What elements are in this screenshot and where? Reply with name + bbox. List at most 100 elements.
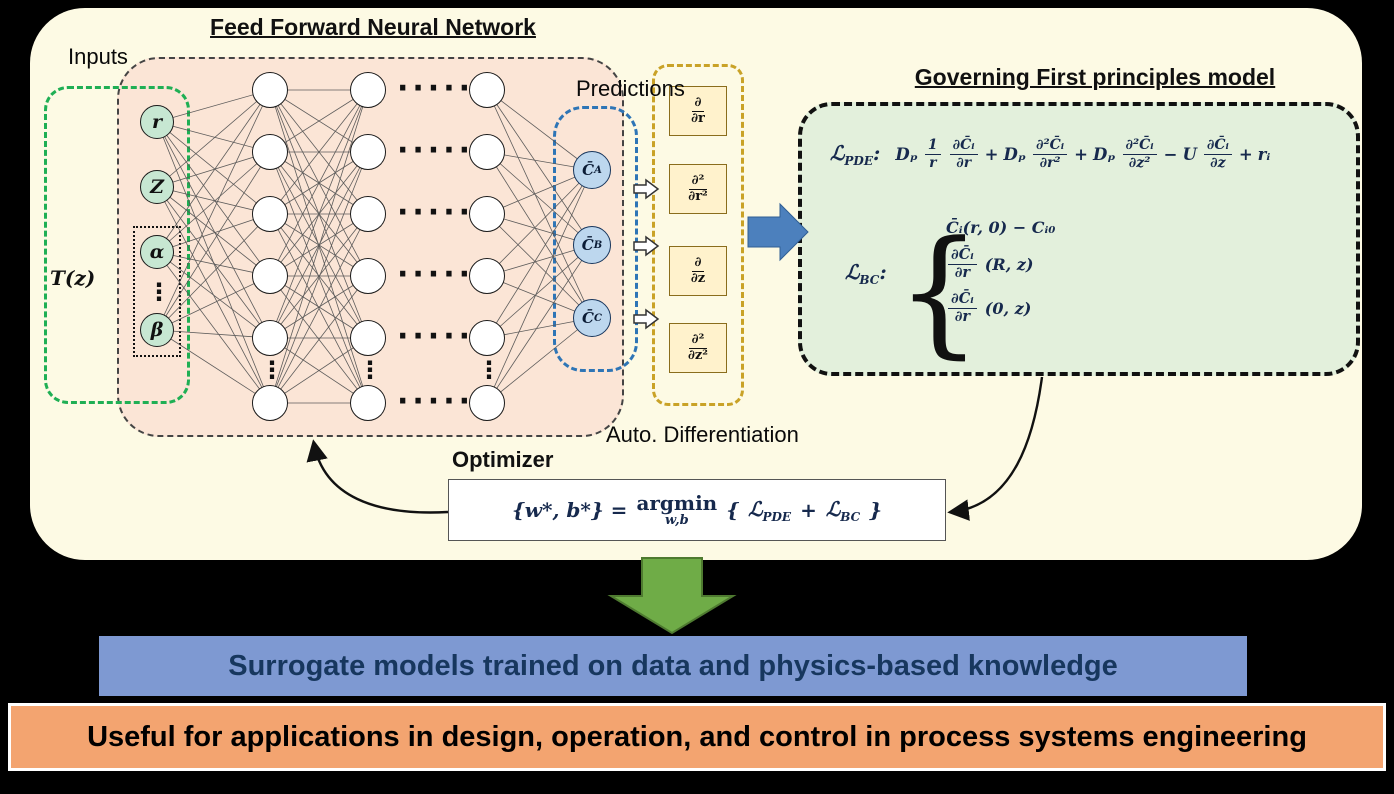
input-node-z: Z (140, 170, 174, 204)
surrogate-banner-text: Surrogate models trained on data and phy… (228, 649, 1118, 682)
optimizer-close-brace: } (869, 498, 883, 522)
surrogate-banner: Surrogate models trained on data and phy… (99, 636, 1247, 696)
hidden-node (350, 385, 386, 421)
horizontal-ellipsis: ····· (397, 195, 474, 230)
pde-term: U (1182, 144, 1197, 164)
bc-loss-label: ℒBC: (845, 260, 887, 287)
output-node-cc-sub: C (593, 312, 602, 324)
input-node-beta: β (140, 313, 174, 347)
argmin-operator: argmin w,b (636, 490, 718, 528)
hidden-node (252, 385, 288, 421)
output-node-cb-sub: B (593, 239, 603, 251)
output-node-cc: C̄C (573, 299, 611, 337)
deriv-den: ∂z (690, 270, 706, 286)
optimizer-plus: + (800, 498, 817, 522)
derivative-box-dz2: ∂²∂z² (669, 323, 727, 373)
hidden-node (469, 72, 505, 108)
horizontal-ellipsis: ····· (397, 71, 474, 106)
horizontal-ellipsis: ····· (397, 384, 474, 419)
derivatives-group-box (652, 64, 744, 406)
optimizer-open-brace: { (726, 498, 740, 522)
deriv-num: ∂ (691, 255, 705, 272)
output-node-cc-label: C̄ (582, 309, 594, 327)
vertical-ellipsis: ⋮ (358, 356, 382, 384)
bc-conditions: C̄ᵢ(r, 0) − Cᵢ₀ ∂C̄ᵢ∂r (R, z) ∂C̄ᵢ∂r (0,… (946, 218, 1055, 326)
governing-model-title: Governing First principles model (914, 64, 1276, 90)
output-node-ca-sub: A (594, 164, 602, 176)
nn-title: Feed Forward Neural Network (210, 14, 536, 40)
pde-fraction: ∂²C̄ᵢ∂r² (1033, 137, 1068, 171)
bc-initial-condition: C̄ᵢ(r, 0) − Cᵢ₀ (946, 218, 1056, 237)
hidden-node (350, 196, 386, 232)
optimizer-lhs: {w*, b*} = (511, 498, 628, 522)
derivative-box-dz: ∂∂z (669, 246, 727, 296)
optimizer-pde-loss: ℒPDE (748, 496, 792, 524)
predictions-label: Predictions (576, 76, 685, 101)
hidden-node (350, 320, 386, 356)
output-node-cb-label: C̄ (581, 236, 594, 254)
hidden-node (252, 134, 288, 170)
bc-brace: { (896, 211, 982, 372)
hidden-node (469, 385, 505, 421)
hidden-node (469, 196, 505, 232)
deriv-den: ∂z² (687, 347, 709, 363)
derivative-box-dr: ∂∂r (669, 86, 727, 136)
optimizer-equation-box: {w*, b*} = argmin w,b { ℒPDE + ℒBC } (448, 479, 946, 541)
input-node-r-label: r (151, 111, 162, 133)
pde-loss-label: ℒPDE: (830, 140, 881, 168)
hidden-node (469, 320, 505, 356)
pde-operator: + (1074, 144, 1088, 164)
pde-fraction: ∂C̄ᵢ∂z (1203, 137, 1232, 171)
pde-fraction: ∂C̄ᵢ∂r (949, 137, 978, 171)
deriv-den: ∂r (691, 110, 705, 126)
hidden-node (350, 258, 386, 294)
pde-operator: + (1238, 144, 1253, 164)
input-node-alpha-label: α (149, 241, 165, 263)
hidden-node (350, 134, 386, 170)
vertical-ellipsis: ⋮ (260, 356, 284, 384)
hidden-node (469, 134, 505, 170)
vertical-ellipsis: ⋮ (477, 356, 501, 384)
inputs-label: Inputs (68, 44, 128, 69)
pde-term: Dₚ (1003, 144, 1027, 164)
hidden-node (252, 258, 288, 294)
optimizer-label: Optimizer (452, 447, 554, 472)
auto-differentiation-label: Auto. Differentiation (606, 422, 799, 447)
input-node-z-label: Z (150, 176, 164, 198)
hidden-node (252, 320, 288, 356)
bc-boundary-0: ∂C̄ᵢ∂r (0, z) (946, 291, 1055, 325)
deriv-num: ∂² (688, 173, 708, 190)
applications-banner-text: Useful for applications in design, opera… (87, 720, 1307, 753)
output-node-cb: C̄B (573, 226, 611, 264)
pde-term: rᵢ (1257, 144, 1271, 164)
governing-model-box (798, 102, 1360, 376)
optimizer-bc-loss: ℒBC (825, 496, 861, 524)
input-node-r: r (140, 105, 174, 139)
vertical-ellipsis: ⋮ (147, 278, 171, 306)
derivative-box-dr2: ∂²∂r² (669, 164, 727, 214)
pde-fraction: ∂²C̄ᵢ∂z² (1122, 137, 1157, 171)
pde-operator: − (1163, 144, 1178, 164)
horizontal-ellipsis: ····· (397, 319, 474, 354)
horizontal-ellipsis: ····· (397, 257, 474, 292)
horizontal-ellipsis: ····· (397, 133, 474, 168)
hidden-node (252, 72, 288, 108)
down-arrow-icon (607, 557, 737, 635)
pde-operator: + (984, 144, 999, 164)
pde-term: Dₚ (895, 144, 918, 164)
output-node-ca-label: C̄ (582, 161, 595, 179)
input-node-alpha: α (140, 235, 174, 269)
pde-term: Dₚ (1092, 144, 1116, 164)
deriv-num: ∂ (691, 95, 705, 112)
hidden-node (350, 72, 386, 108)
hidden-node (469, 258, 505, 294)
deriv-num: ∂² (688, 332, 708, 349)
hidden-node (252, 196, 288, 232)
bc-boundary-r: ∂C̄ᵢ∂r (R, z) (946, 246, 1055, 281)
tz-label: T(z) (50, 266, 96, 290)
deriv-den: ∂r² (688, 188, 708, 204)
output-node-ca: C̄A (573, 151, 611, 189)
